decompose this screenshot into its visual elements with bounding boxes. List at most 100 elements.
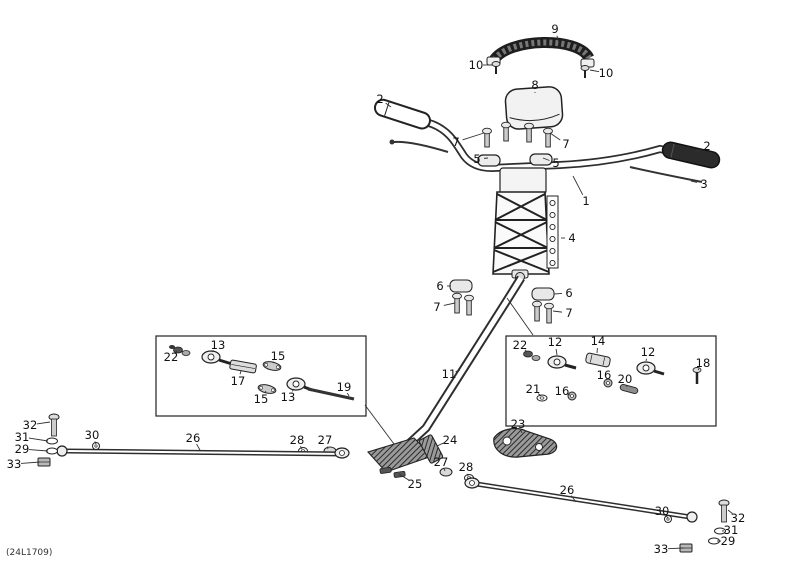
handlebar [376,103,719,183]
callout-leader-7 [443,302,456,306]
callout-30: 30 [655,504,670,518]
hex-sleeve [229,359,257,374]
callout-18: 18 [696,356,711,370]
steering-column-truss [492,191,550,275]
callout-6: 6 [436,279,443,293]
column-top-plate [499,167,547,195]
callout-leader-28 [300,445,303,450]
callout-7: 7 [565,306,572,320]
callout-leader-19 [347,392,350,397]
callout-leader-2 [385,102,392,108]
long-rod [307,387,355,401]
callout-32: 32 [23,418,38,432]
callout-20: 20 [618,372,633,386]
callout-22: 22 [164,350,179,364]
callout-2: 2 [376,92,383,106]
callout-27: 27 [434,455,449,469]
callout-30: 30 [85,428,100,442]
callout-leader-2 [694,148,701,153]
callout-leader-27 [326,446,329,450]
callout-leader-33 [667,547,685,550]
right-detail-box [505,335,717,427]
callout-leader-3 [690,180,698,183]
callout-28: 28 [290,433,305,447]
diagram-code-label: (24L1709) [6,548,53,558]
callout-leader-23 [520,430,523,434]
ball-joint [686,511,698,523]
callout-leader-12 [555,348,558,356]
callout-leader-25 [398,473,410,481]
callout-11: 11 [442,367,457,381]
callout-10: 10 [469,58,484,72]
callout-19: 19 [337,380,352,394]
callout-leader-30 [94,441,97,445]
callout-leader-22 [175,350,178,353]
link-plate-upper [262,361,282,371]
callout-leader-26 [196,443,201,451]
riser-clamp-caps [477,153,553,167]
callout-25: 25 [408,477,423,491]
callout-leader-11 [455,369,461,373]
handlebar-pad [504,86,564,130]
callout-leader-21 [537,393,542,397]
callout-31: 31 [15,430,30,444]
callout-7: 7 [433,300,440,314]
callout-27: 27 [318,433,333,447]
callout-leader-13 [211,350,214,353]
washer-stack [523,350,533,358]
washer [536,394,548,402]
washer-29 [46,447,58,455]
callout-24: 24 [443,433,458,447]
washer-30 [92,442,100,450]
callout-leader-7 [462,132,485,141]
callout-31: 31 [724,523,739,537]
callout-13: 13 [211,338,226,352]
callout-29: 29 [15,442,30,456]
washer-30 [664,515,672,523]
callout-leader-31 [28,437,49,442]
callout-leader-15 [272,361,275,364]
callout-leader-16 [568,393,571,396]
washer-31 [46,437,58,445]
callout-leader-32 [36,421,51,425]
callout-21: 21 [526,382,541,396]
clamp-saddle [585,352,611,368]
callout-leader-5 [542,157,550,161]
callout-leader-33 [20,461,41,464]
callout-6: 6 [565,286,572,300]
washer-31 [714,527,726,535]
callout-5: 5 [552,156,559,170]
lower-clamp-left [449,279,474,316]
callout-leader-10 [589,69,600,73]
grab-strap [486,37,595,68]
callout-leader-27 [443,468,446,472]
callout-16: 16 [597,368,612,382]
callout-leader-22 [524,349,528,353]
callout-22: 22 [513,338,528,352]
callout-26: 26 [560,483,575,497]
rod-end-a [547,355,577,370]
callout-leader-7 [552,310,563,313]
callout-4: 4 [568,231,575,245]
callout-leader-13 [291,388,295,392]
callout-2: 2 [703,139,710,153]
column-bolt-strip [546,195,559,269]
washer-stack [169,345,175,349]
right-grip [661,141,721,169]
callout-leader-15 [264,390,267,394]
callout-7: 7 [452,135,459,149]
tie-rod-left [37,413,350,467]
brake-lever-line [393,140,449,153]
callout-leader-26 [570,495,577,503]
callout-15: 15 [254,392,269,406]
rod-end-upper [201,350,233,366]
left-detail-box [155,335,367,417]
spacer-tube [619,383,639,395]
callout-33: 33 [654,542,669,556]
throttle-lever-line [629,166,703,183]
callout-26: 26 [186,431,201,445]
callout-12: 12 [641,345,656,359]
lower-clamp-right [531,287,555,324]
